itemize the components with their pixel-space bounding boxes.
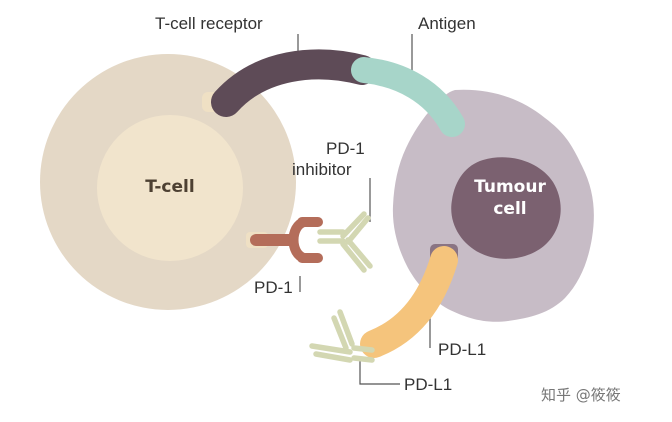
pdl1-inhibitor-antibody [309, 309, 375, 363]
tcell-nucleus [97, 115, 243, 261]
tumour-cell-nucleus [451, 157, 561, 259]
pdl1-inhibitor-leader [359, 360, 400, 385]
tcell-receptor [211, 49, 377, 117]
pdl1-inhibitor-label: PD-L1 [404, 375, 453, 394]
watermark: 知乎 @筱筱 [541, 386, 621, 404]
antigen-label: Antigen [418, 14, 476, 33]
pd1-label: PD-1 [254, 278, 293, 297]
pd1-inhibitor-label-line2: inhibitor [292, 160, 352, 179]
tcell-label: T-cell [145, 177, 195, 197]
tcell-receptor-label: T-cell receptor [155, 14, 263, 33]
tumour-label-line1: Tumour [474, 177, 546, 197]
antigen [351, 57, 465, 137]
pd1-inhibitor-antibody [317, 211, 373, 273]
pd1-protein [250, 217, 323, 263]
pdl1-protein [360, 246, 458, 358]
pdl1-receptor-label: PD-L1 [438, 340, 487, 359]
pd1-inhibitor-label-line1: PD-1 [326, 139, 365, 158]
tumour-label-line2: cell [493, 199, 527, 219]
